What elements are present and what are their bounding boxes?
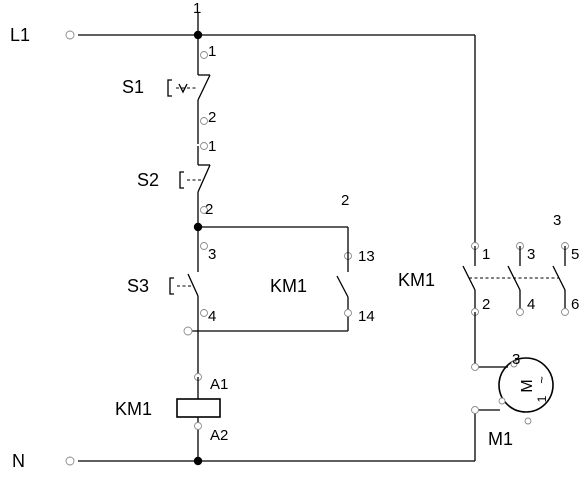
- switch-s1: [167, 51, 211, 125]
- rail-label-l1: L1: [10, 25, 30, 45]
- switch-s3: [169, 242, 208, 317]
- control-column-wires: [188, 12, 349, 461]
- wire-number-2: 2: [341, 192, 349, 209]
- pin-km1-13: 13: [358, 248, 375, 265]
- switch-s2: [179, 142, 211, 214]
- contact-km1-main: [462, 242, 569, 367]
- label-km1-aux: KM1: [270, 276, 307, 296]
- pin-km1-6: 6: [571, 296, 579, 313]
- label-s1: S1: [122, 77, 144, 97]
- motor-phase: 1: [535, 395, 549, 402]
- motor-m1: [471, 357, 554, 425]
- junction-node-top: [193, 30, 203, 40]
- wire-number-3: 3: [553, 212, 561, 229]
- pin-s3-bottom: 4: [208, 308, 216, 325]
- wire-number-1: 1: [193, 0, 201, 17]
- pin-s1-top: 1: [208, 43, 216, 60]
- label-km1-main: KM1: [398, 270, 435, 290]
- coil-km1: [176, 373, 221, 430]
- pin-km1-a2: A2: [210, 427, 228, 444]
- junction-node-hold: [193, 222, 203, 232]
- label-s2: S2: [137, 170, 159, 190]
- pin-s3-top: 3: [208, 246, 216, 263]
- junction-node-neutral: [193, 456, 203, 466]
- terminal-s3-4: [183, 326, 193, 336]
- pin-motor: 3: [512, 351, 520, 368]
- motor-symbol-m: M: [519, 379, 536, 392]
- pin-km1-3: 3: [527, 246, 535, 263]
- rail-n: [65, 410, 476, 466]
- pin-km1-4: 4: [527, 296, 535, 313]
- rail-l1: [65, 30, 476, 243]
- pin-s2-top: 1: [208, 138, 216, 155]
- label-km1-coil: KM1: [115, 399, 152, 419]
- contact-km1-aux: [336, 246, 352, 317]
- pin-km1-2: 2: [482, 296, 490, 313]
- pin-s1-bottom: 2: [208, 109, 216, 126]
- pin-km1-14: 14: [358, 308, 375, 325]
- label-s3: S3: [127, 276, 149, 296]
- motor-ac-mark: ~: [534, 376, 549, 384]
- rail-label-n: N: [12, 451, 25, 471]
- pin-km1-1: 1: [482, 246, 490, 263]
- label-m1: M1: [488, 429, 513, 449]
- pin-km1-a1: A1: [210, 376, 228, 393]
- pin-s2-bottom: 2: [205, 201, 213, 218]
- pin-km1-5: 5: [571, 246, 579, 263]
